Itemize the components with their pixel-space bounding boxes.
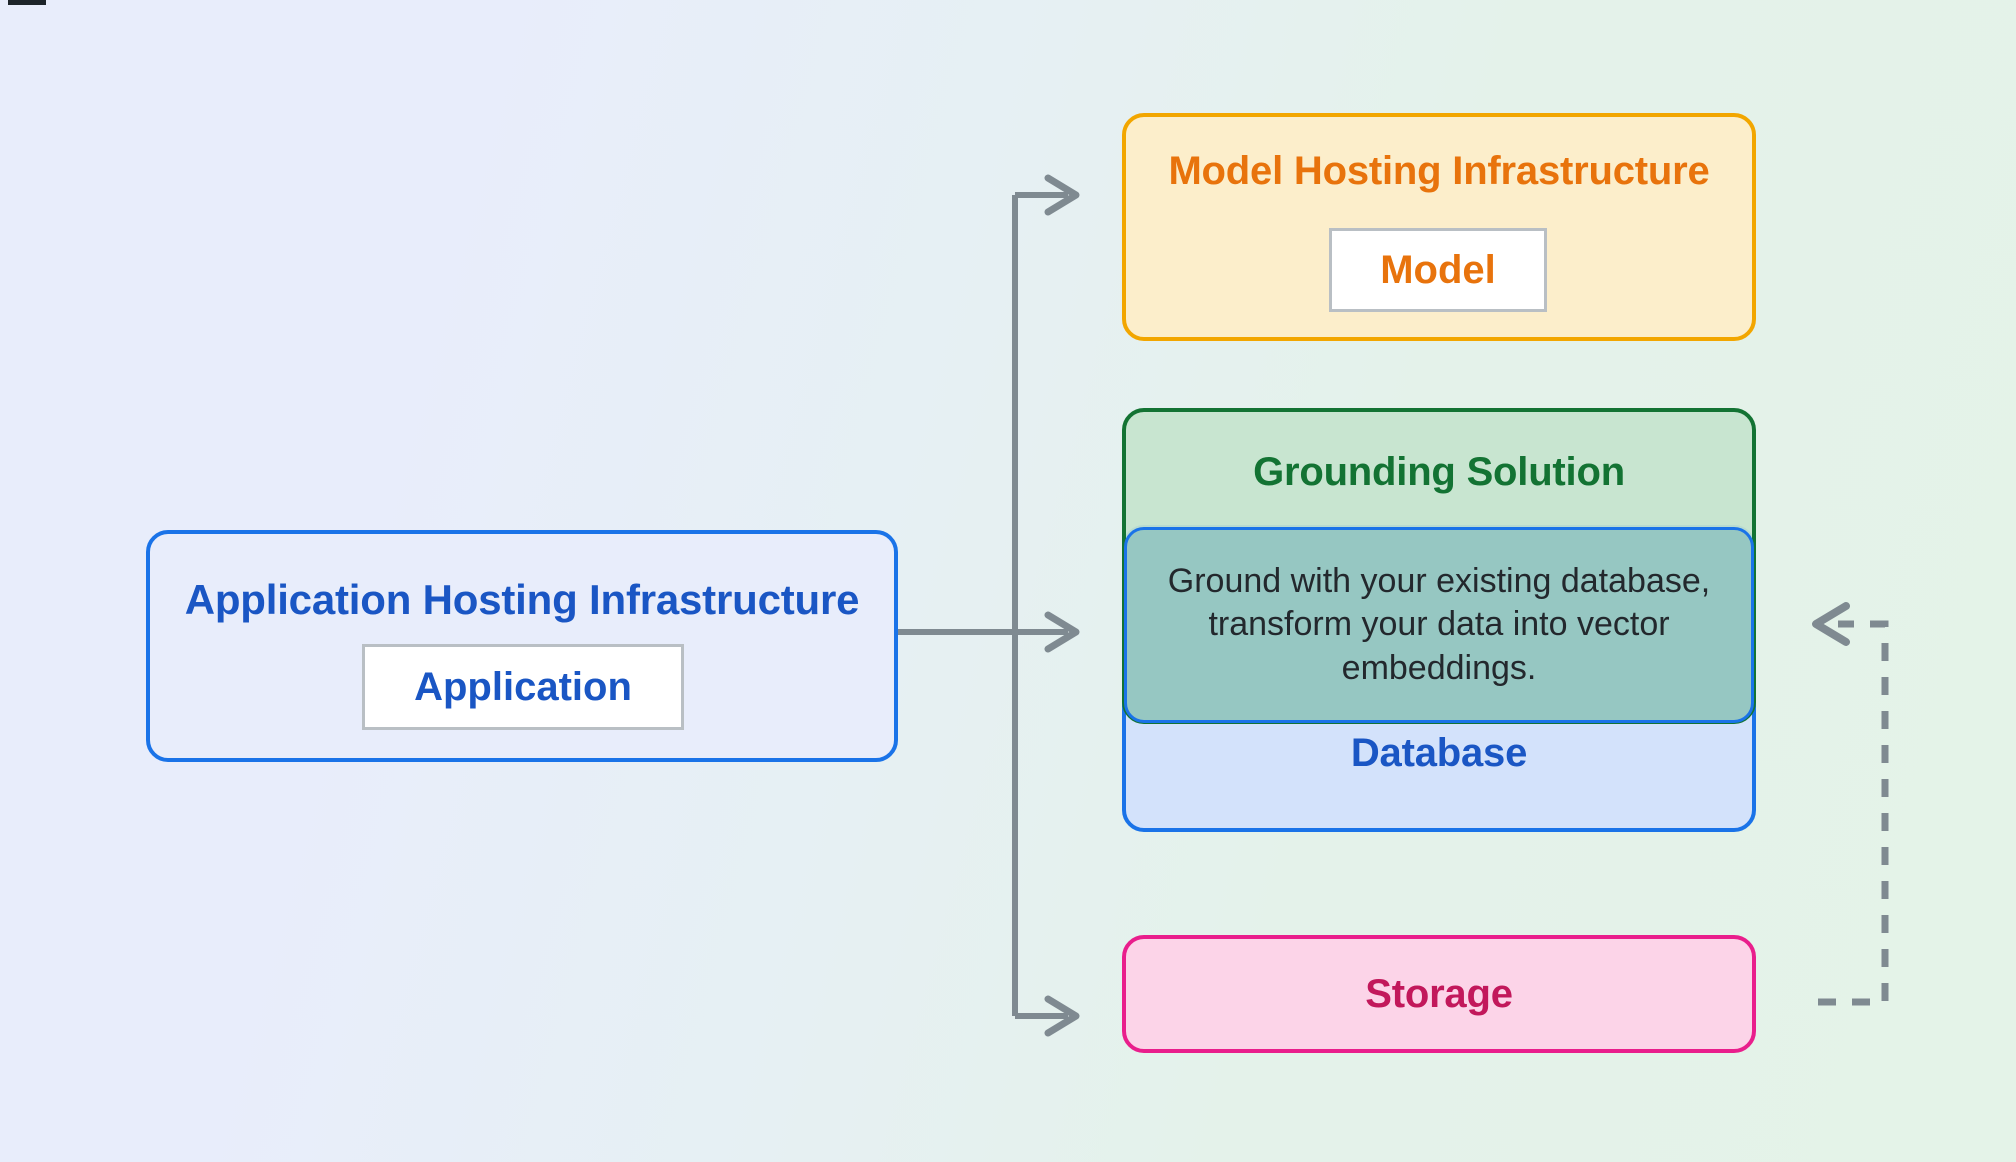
node-storage[interactable]: Storage: [1122, 935, 1756, 1053]
application-hosting-title: Application Hosting Infrastructure: [184, 576, 860, 623]
grounding-description-text: Ground with your existing database, tran…: [1167, 562, 1711, 687]
node-model-hosting-infrastructure[interactable]: Model Hosting Infrastructure: [1122, 113, 1756, 341]
arrowhead-to-model-hosting: [1044, 174, 1080, 216]
connector-dashed-return: [1818, 620, 1889, 1006]
application-chip-label: Application: [414, 664, 632, 709]
model-hosting-title: Model Hosting Infrastructure: [1168, 149, 1710, 193]
grounding-description-panel: Ground with your existing database, tran…: [1124, 527, 1754, 723]
arrowhead-dashed-return: [1812, 602, 1850, 646]
chip-application[interactable]: Application: [362, 644, 684, 730]
arrowhead-to-storage: [1044, 995, 1080, 1037]
database-title: Database: [1350, 731, 1528, 775]
chip-model[interactable]: Model: [1329, 228, 1547, 312]
corner-mark: [8, 0, 46, 5]
storage-title: Storage: [1365, 971, 1513, 1016]
arrowhead-to-grounding: [1044, 611, 1080, 653]
model-chip-label: Model: [1380, 247, 1496, 292]
grounding-solution-title: Grounding Solution: [1253, 450, 1625, 494]
